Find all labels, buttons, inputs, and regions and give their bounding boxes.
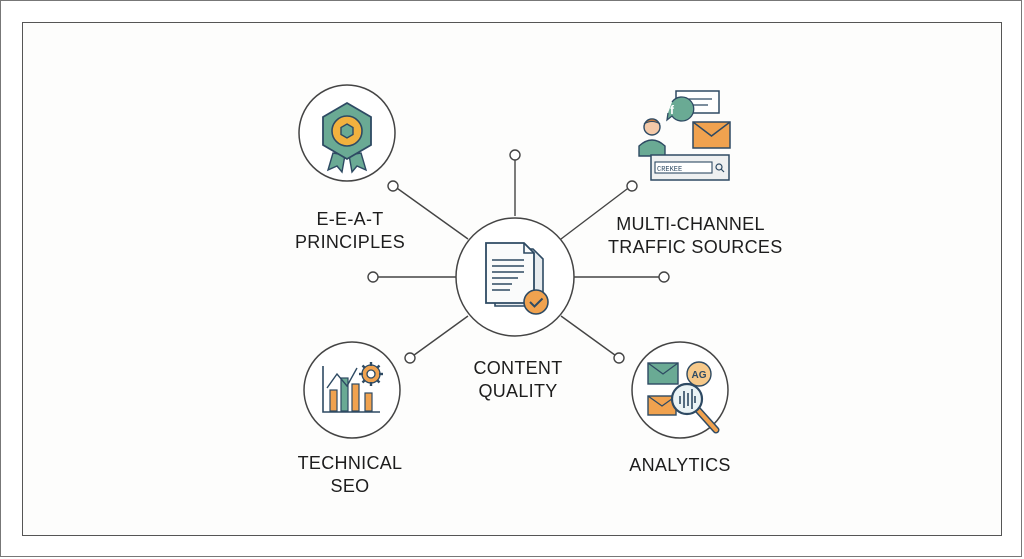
connector-lower-right <box>560 315 620 359</box>
endpoint-lower-left <box>404 352 416 364</box>
diagram-panel <box>22 22 1002 536</box>
analytics-badge-text: AG <box>692 370 707 381</box>
connector-lower-left <box>409 315 469 359</box>
endpoint-top <box>509 149 521 161</box>
endpoint-right <box>658 271 670 283</box>
multi-channel-icon: f CREKEE <box>638 90 731 181</box>
endpoint-left <box>367 271 379 283</box>
search-bar-text: CREKEE <box>657 166 682 174</box>
connectors <box>374 156 663 359</box>
eeat-label: E-E-A-T PRINCIPLES <box>294 209 406 252</box>
technical-seo-label: TECHNICAL SEO <box>297 453 403 496</box>
analytics-label: ANALYTICS <box>629 455 731 475</box>
connector-endpoints <box>367 149 670 364</box>
checked-document-icon <box>485 242 549 315</box>
multichannel-label: MULTI-CHANNEL TRAFFIC SOURCES <box>608 214 783 257</box>
endpoint-upper-left <box>387 180 399 192</box>
connector-upper-right <box>560 185 632 240</box>
endpoint-upper-right <box>626 180 638 192</box>
svg-text:f: f <box>670 103 675 117</box>
bar-chart-gear-icon <box>322 362 383 413</box>
analytics-magnifier-icon: AG <box>647 361 720 434</box>
badge-icon <box>322 101 372 174</box>
content-quality-label: CONTENT QUALITY <box>473 358 563 401</box>
connector-upper-left <box>393 185 469 240</box>
endpoint-lower-right <box>613 352 625 364</box>
